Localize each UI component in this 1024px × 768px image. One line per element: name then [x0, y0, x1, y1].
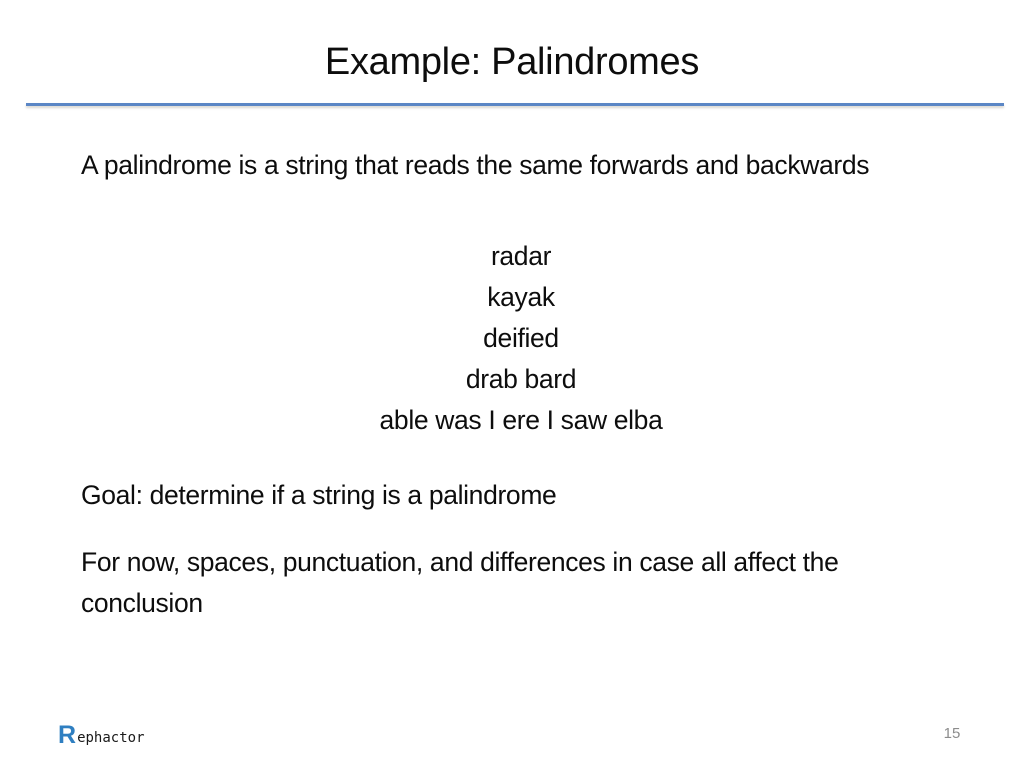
example-item: radar	[490, 241, 552, 271]
goal-paragraph: Goal: determine if a string is a palindr…	[81, 480, 557, 510]
slide-number: 15	[943, 725, 961, 742]
logo-initial: R	[58, 721, 77, 749]
example-item: drab bard	[465, 364, 577, 394]
note-paragraph: For now, spaces, punctuation, and differ…	[81, 547, 839, 618]
slide-title: Example: Palindromes	[324, 41, 700, 83]
rephactor-logo: R ephactor	[58, 718, 145, 748]
palindrome-examples-list: radar kayak deified drab bard able was I…	[0, 236, 1024, 441]
example-item: kayak	[487, 282, 555, 312]
definition-paragraph: A palindrome is a string that reads the …	[81, 150, 870, 180]
example-item: deified	[483, 323, 559, 353]
logo-text: ephactor	[77, 730, 145, 746]
example-item: able was I ere I saw elba	[379, 405, 663, 435]
title-divider	[26, 103, 1004, 106]
